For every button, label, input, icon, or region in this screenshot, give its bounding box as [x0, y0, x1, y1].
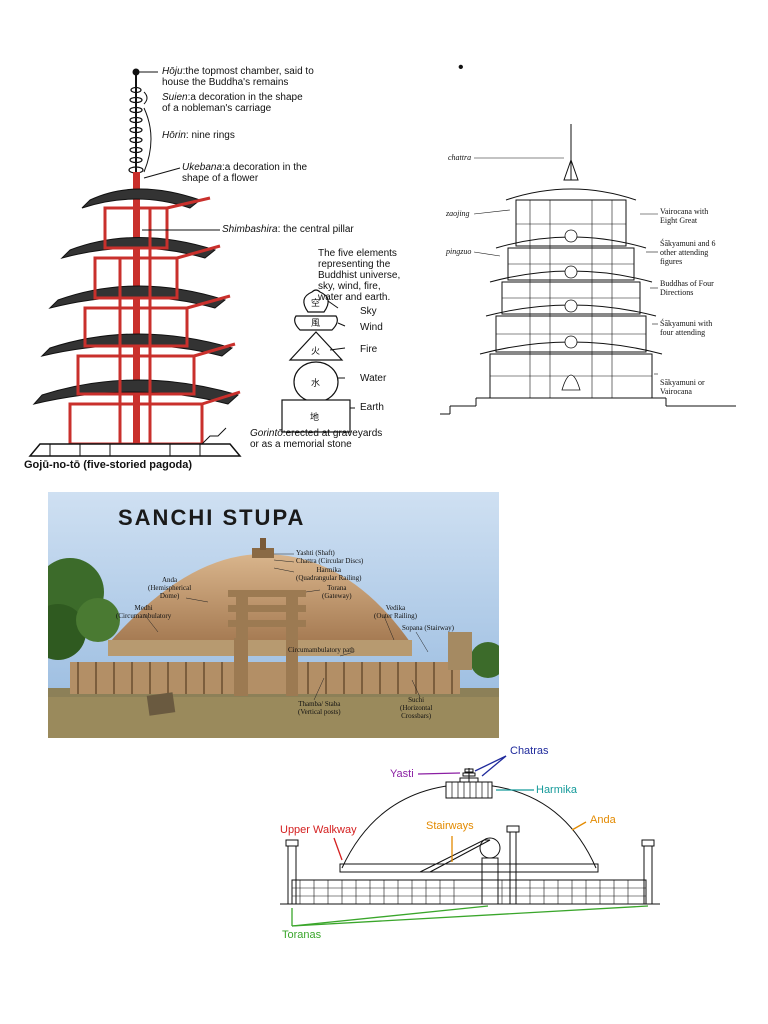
label-medhi: Medhi(Circumambulatory [116, 604, 172, 620]
label-sopana: Sopana (Stairway) [402, 624, 454, 632]
label-harmika: Harmika [536, 784, 577, 796]
shimbashira-label: Shimbashira: the central pillar [222, 224, 354, 235]
label-anda: Anda [590, 814, 616, 826]
label-circumambulatory-path: Circumambulatory path [288, 646, 355, 654]
label-upper-walkway: Upper Walkway [280, 824, 357, 836]
svg-text:風: 風 [311, 318, 320, 328]
label-yashti: Yashti (Shaft) [296, 549, 335, 557]
sanchi-photo-panel: SANCHI STUPA Yashti (Shaft) Chattra (Cir… [48, 492, 499, 738]
element-earth: Earth [360, 402, 384, 413]
label-yasti: Yasti [390, 768, 414, 780]
stupa-line-drawing [280, 755, 660, 927]
sanchi-title: SANCHI STUPA [118, 505, 306, 530]
label-pingzuo: pingzuo [446, 247, 472, 256]
label-chattra: chattra [448, 153, 472, 162]
label-stairways: Stairways [426, 820, 474, 832]
element-wind: Wind [360, 322, 383, 333]
label-thamba: Thamba/ Staba(Vertical posts) [298, 700, 341, 716]
label-chatras: Chatras [510, 745, 549, 757]
pagoda-caption: Gojū-no-tō (five-storied pagoda) [24, 459, 193, 471]
element-sky: Sky [360, 306, 377, 317]
label-chattra: Chattra (Circular Discs) [296, 557, 364, 565]
label-toranas: Toranas [282, 929, 322, 941]
label-harmika: Harmika(Quadrangular Railing) [296, 566, 362, 582]
svg-text:火: 火 [311, 346, 320, 356]
section-drawing [440, 124, 736, 415]
pagoda-section-panel: • [440, 60, 740, 430]
label-torana: Torana(Gateway) [322, 584, 352, 600]
element-water: Water [360, 373, 387, 384]
element-fire: Fire [360, 344, 378, 355]
stupa-diagram-panel: Chatras Yasti Harmika Anda Upper Walkway… [270, 740, 670, 950]
bullet: • [458, 59, 464, 76]
label-vedika: Vedika(Outer Railing) [374, 604, 417, 620]
svg-text:水: 水 [311, 377, 320, 388]
label-zaojing: zaojing [446, 209, 470, 218]
svg-text:空: 空 [311, 297, 320, 308]
sanchi-photo-illustration [48, 492, 499, 738]
svg-text:地: 地 [310, 411, 319, 422]
horin-label: Hōrin: nine rings [162, 130, 235, 141]
